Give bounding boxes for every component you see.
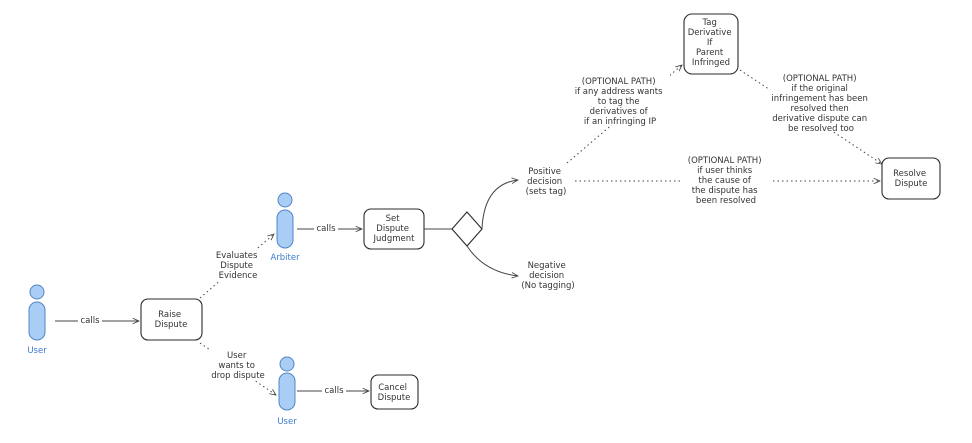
- set-judgment-line: Dispute: [376, 224, 409, 234]
- tag-derivative-line: Tag: [701, 18, 716, 28]
- cancel-dispute-node: Cancel Dispute: [370, 374, 419, 410]
- edge-raise-to-arbiter: [199, 234, 274, 299]
- svg-text:(OPTIONAL PATH) if user: (OPTIONAL PATH) if user thinks the cause…: [688, 156, 764, 206]
- label-optional-tag-path: (OPTIONAL PATH) if any address wants to …: [570, 73, 670, 127]
- svg-text:Raise Dispute: Raise Dispute: [155, 310, 188, 330]
- svg-text:Positive decision: Positive decision (sets tag): [526, 167, 567, 197]
- label-calls-set: calls: [314, 221, 338, 235]
- svg-text:(OPTIONAL PATH) if any a: (OPTIONAL PATH) if any address wants to …: [575, 77, 666, 127]
- svg-text:calls: calls: [316, 224, 336, 234]
- svg-text:calls: calls: [324, 386, 344, 396]
- tag-derivative-line: Derivative: [688, 28, 732, 38]
- edge-tag-to-resolve: [739, 69, 882, 164]
- svg-text:(OPTIONAL PATH) if the o: (OPTIONAL PATH) if the original infringe…: [771, 74, 870, 134]
- svg-text:Resolve Dispute: Resolve Dispute: [893, 169, 929, 189]
- set-dispute-judgment-node: Set Dispute Judgment: [363, 208, 425, 250]
- raise-dispute-line: Dispute: [155, 320, 188, 330]
- actor-label-user-bottom: User: [277, 417, 297, 427]
- resolve-dispute-line: Resolve: [893, 169, 926, 179]
- cancel-dispute-line: Dispute: [378, 393, 411, 403]
- resolve-dispute-line: Dispute: [895, 179, 928, 189]
- set-judgment-line: Set: [386, 214, 401, 224]
- label-evaluates-evidence: Evaluates Dispute Evidence: [212, 249, 262, 281]
- svg-text:Cancel Dispute: Cancel Dispute: [378, 383, 411, 403]
- label-optional-resolve-user: (OPTIONAL PATH) if user thinks the cause…: [680, 153, 772, 207]
- label-calls-raise: calls: [78, 313, 102, 327]
- svg-text:User wants to drop: User wants to drop dispute: [211, 351, 265, 381]
- user-actor-left: User: [27, 284, 47, 356]
- raise-dispute-node: Raise Dispute: [140, 298, 203, 341]
- arbiter-actor: Arbiter: [270, 192, 300, 263]
- svg-text:Set Dispute Judgme: Set Dispute Judgment: [373, 214, 416, 244]
- tag-derivative-line: If: [707, 38, 714, 48]
- svg-text:Evaluates Dispute: Evaluates Dispute Evidence: [216, 251, 260, 281]
- edge-diamond-to-negative: [466, 245, 518, 276]
- label-user-wants-drop: User wants to drop dispute: [210, 349, 268, 381]
- outcome-negative-decision: Negative decision (No tagging): [521, 261, 574, 291]
- tag-derivative-line: Parent: [696, 48, 724, 58]
- actor-label-user-left: User: [27, 346, 47, 356]
- set-judgment-line: Judgment: [373, 234, 416, 244]
- user-actor-bottom: User: [277, 356, 297, 427]
- decision-diamond: [451, 211, 483, 247]
- outcome-positive-decision: Positive decision (sets tag): [526, 167, 567, 197]
- label-optional-resolve-original: (OPTIONAL PATH) if the original infringe…: [770, 70, 872, 134]
- raise-dispute-line: Raise: [158, 310, 181, 320]
- tag-derivative-node: Tag Derivative If Parent Infringed: [683, 13, 739, 75]
- svg-text:Negative decision: Negative decision (No tagging): [521, 261, 574, 291]
- resolve-dispute-node: Resolve Dispute: [881, 157, 941, 200]
- edge-diamond-to-positive: [481, 180, 518, 230]
- svg-text:Tag Derivative If: Tag Derivative If Parent Infringed: [688, 18, 735, 68]
- actor-label-arbiter: Arbiter: [270, 253, 300, 263]
- tag-derivative-line: Infringed: [692, 58, 730, 68]
- svg-text:calls: calls: [80, 316, 100, 326]
- cancel-dispute-line: Cancel: [378, 383, 407, 393]
- label-calls-cancel: calls: [322, 383, 346, 397]
